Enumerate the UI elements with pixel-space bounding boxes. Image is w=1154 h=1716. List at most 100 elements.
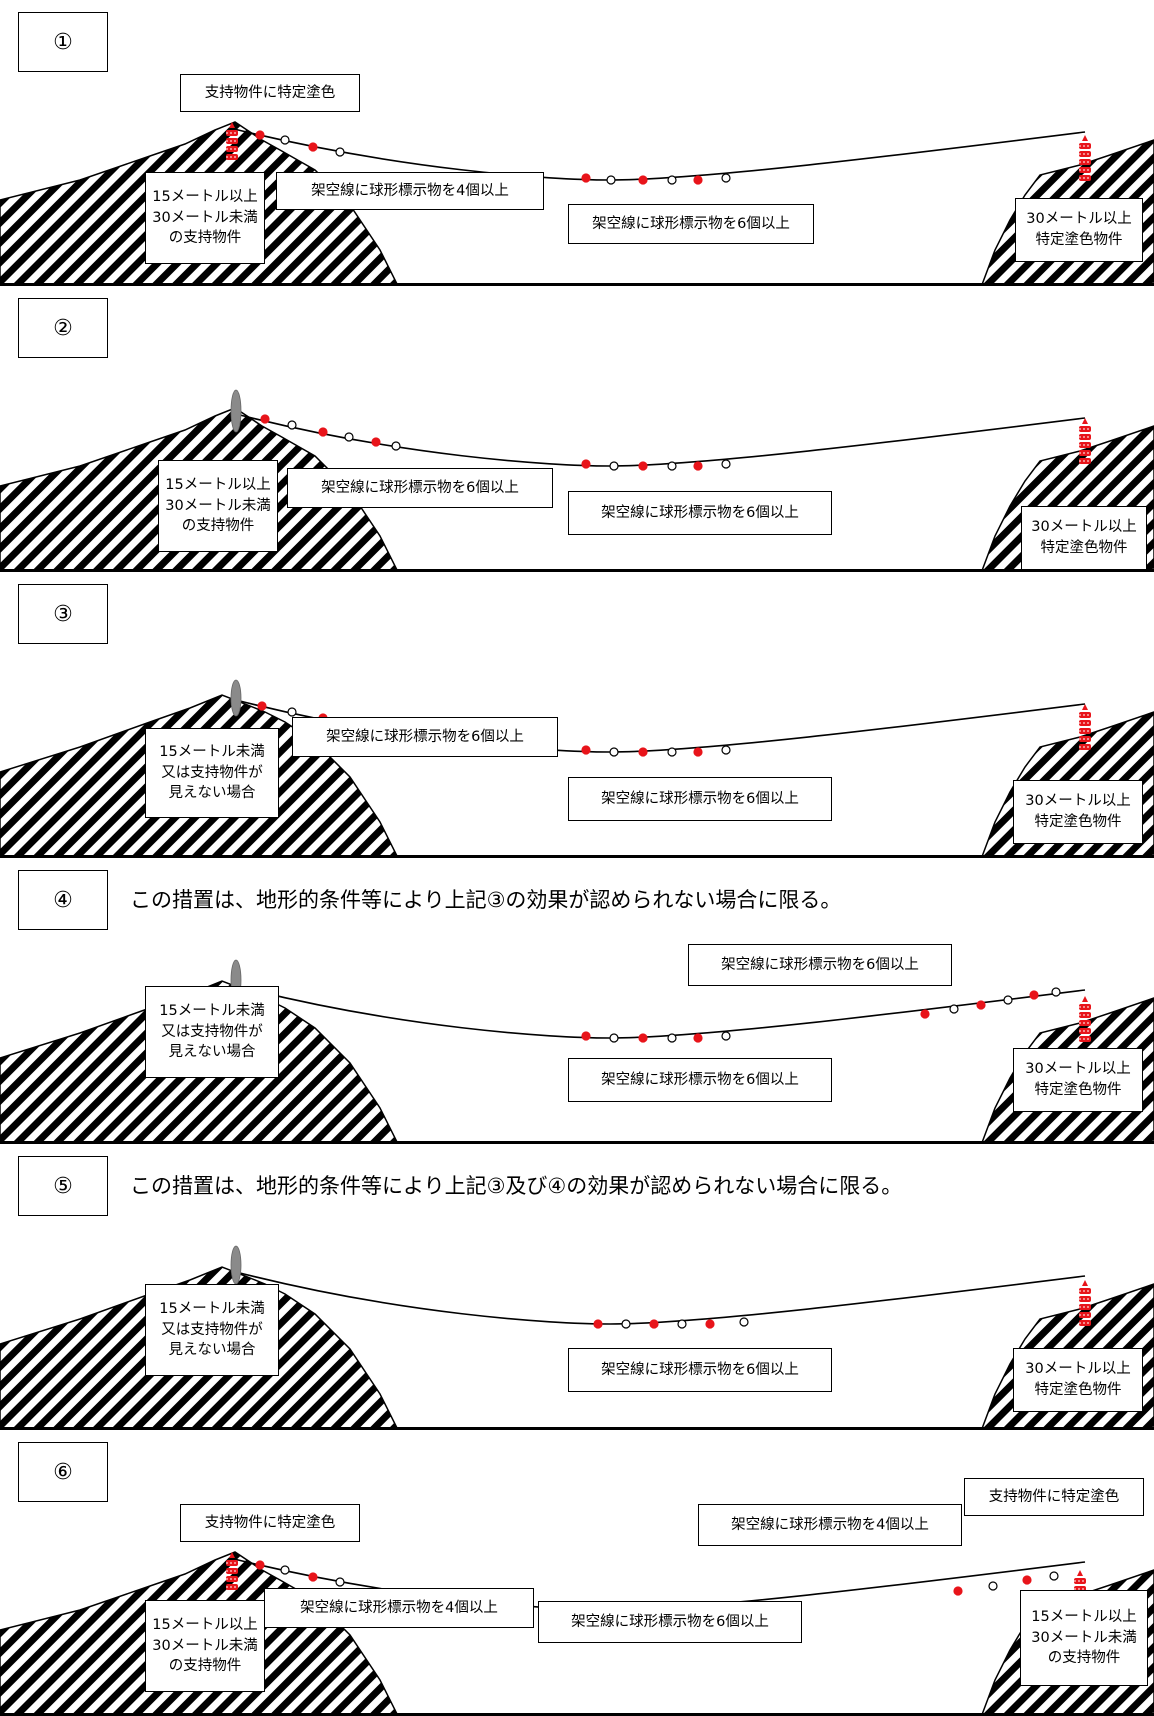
panel-number: ⑥ <box>18 1442 108 1502</box>
right-support-painted <box>1079 996 1091 1042</box>
marker-ball-red <box>371 437 381 447</box>
panel-number: ③ <box>18 584 108 644</box>
marker-ball-white <box>391 441 401 451</box>
panel-divider <box>0 855 1154 858</box>
center-markers-label: 架空線に球形標示物を6個以上 <box>568 777 832 821</box>
right-support-label: 30メートル以上 特定塗色物件 <box>1015 198 1143 262</box>
panel-number: ① <box>18 12 108 72</box>
marker-ball-white <box>988 1581 998 1591</box>
left-support-label: 15メートル以上 30メートル未満 の支持物件 <box>158 460 278 552</box>
marker-ball-red <box>308 1572 318 1582</box>
marker-ball-red <box>593 1319 603 1329</box>
left-support-label: 15メートル以上 30メートル未満 の支持物件 <box>145 172 265 264</box>
center-markers-label: 架空線に球形標示物を6個以上 <box>568 204 814 244</box>
marker-ball-white <box>280 1565 290 1575</box>
center-markers-label: 架空線に球形標示物を6個以上 <box>568 1058 832 1102</box>
marker-ball-red <box>581 459 591 469</box>
marker-ball-white <box>287 420 297 430</box>
right-support-label: 30メートル以上 特定塗色物件 <box>1013 780 1143 844</box>
left-support-plain <box>230 389 242 433</box>
left-paint-label: 支持物件に特定塗色 <box>180 1504 360 1542</box>
right-support-painted <box>1079 704 1091 750</box>
left-paint-label: 支持物件に特定塗色 <box>180 74 360 112</box>
right-support-label: 30メートル以上 特定塗色物件 <box>1013 1048 1143 1112</box>
marker-ball-red <box>649 1319 659 1329</box>
marker-ball-white <box>344 432 354 442</box>
left-markers-label: 架空線に球形標示物を6個以上 <box>287 468 553 508</box>
left-support-painted <box>226 122 238 160</box>
marker-ball-red <box>260 414 270 424</box>
panel-1: ① 支持物件に特定塗色 15メートル以上 30メートル未満 の支持物件 架空線に球形標… <box>0 0 1154 286</box>
overhead-wire <box>235 1271 1086 1325</box>
left-markers-label: 架空線に球形標示物を6個以上 <box>292 717 558 757</box>
condition-note: この措置は、地形的条件等により上記③及び④の効果が認められない場合に限る。 <box>130 1174 903 1198</box>
panel-divider <box>0 569 1154 572</box>
panel-number: ② <box>18 298 108 358</box>
marker-ball-white <box>335 147 345 157</box>
marker-ball-red <box>638 175 648 185</box>
right-support-painted <box>1079 418 1091 464</box>
panel-number: ④ <box>18 870 108 930</box>
marker-ball-white <box>335 1577 345 1587</box>
marker-ball-red <box>257 701 267 711</box>
panel-4: ④ この措置は、地形的条件等により上記③の効果が認められない場合に限る。架空線に球… <box>0 858 1154 1144</box>
left-support-label: 15メートル未満 又は支持物件が 見えない場合 <box>145 986 279 1078</box>
marker-ball-red <box>953 1586 963 1596</box>
overhead-wire <box>235 985 1086 1039</box>
right-support-label: 30メートル以上 特定塗色物件 <box>1013 1348 1143 1412</box>
right-support-label: 30メートル以上 特定塗色物件 <box>1021 506 1147 570</box>
marker-ball-white <box>1003 995 1013 1005</box>
left-support-label: 15メートル以上 30メートル未満 の支持物件 <box>145 1600 265 1692</box>
marker-ball-white <box>677 1319 687 1329</box>
marker-ball-red <box>581 1031 591 1041</box>
marker-ball-white <box>609 461 619 471</box>
center-markers-label: 架空線に球形標示物を6個以上 <box>568 1348 832 1392</box>
marker-ball-red <box>1029 990 1039 1000</box>
marker-ball-red <box>581 745 591 755</box>
left-support-label: 15メートル未満 又は支持物件が 見えない場合 <box>145 1284 279 1376</box>
marker-ball-white <box>667 461 677 471</box>
condition-note: この措置は、地形的条件等により上記③の効果が認められない場合に限る。 <box>130 888 842 912</box>
marker-ball-red <box>255 1560 265 1570</box>
marker-ball-white <box>721 1031 731 1041</box>
marker-ball-white <box>739 1317 749 1327</box>
panel-divider <box>0 283 1154 286</box>
left-markers-label: 架空線に球形標示物を4個以上 <box>264 1588 534 1628</box>
marker-ball-red <box>638 747 648 757</box>
left-support-plain <box>230 679 242 717</box>
marker-ball-white <box>280 135 290 145</box>
marker-ball-white <box>1049 1571 1059 1581</box>
marker-ball-white <box>667 747 677 757</box>
left-support-label: 15メートル未満 又は支持物件が 見えない場合 <box>145 728 279 818</box>
marker-ball-red <box>638 461 648 471</box>
marker-ball-white <box>949 1004 959 1014</box>
overhead-wire <box>235 413 1086 467</box>
panel-divider <box>0 1427 1154 1430</box>
marker-ball-red <box>1022 1575 1032 1585</box>
marker-ball-white <box>667 1033 677 1043</box>
marker-ball-white <box>667 175 677 185</box>
right-paint-label: 支持物件に特定塗色 <box>964 1478 1144 1516</box>
marker-ball-red <box>976 1000 986 1010</box>
right-markers-label: 架空線に球形標示物を4個以上 <box>698 1504 962 1546</box>
marker-ball-red <box>693 175 703 185</box>
left-support-plain <box>230 1245 242 1285</box>
marker-ball-white <box>1051 987 1061 997</box>
marker-ball-white <box>621 1319 631 1329</box>
panel-divider <box>0 1141 1154 1144</box>
marker-ball-red <box>581 173 591 183</box>
marker-ball-white <box>721 173 731 183</box>
marker-ball-red <box>693 747 703 757</box>
marker-ball-red <box>308 142 318 152</box>
marker-ball-white <box>606 175 616 185</box>
marker-ball-white <box>287 707 297 717</box>
marker-ball-red <box>318 427 328 437</box>
marker-ball-red <box>255 130 265 140</box>
marker-ball-red <box>638 1033 648 1043</box>
left-support-painted <box>226 1552 238 1590</box>
right-support-painted <box>1079 1280 1091 1326</box>
